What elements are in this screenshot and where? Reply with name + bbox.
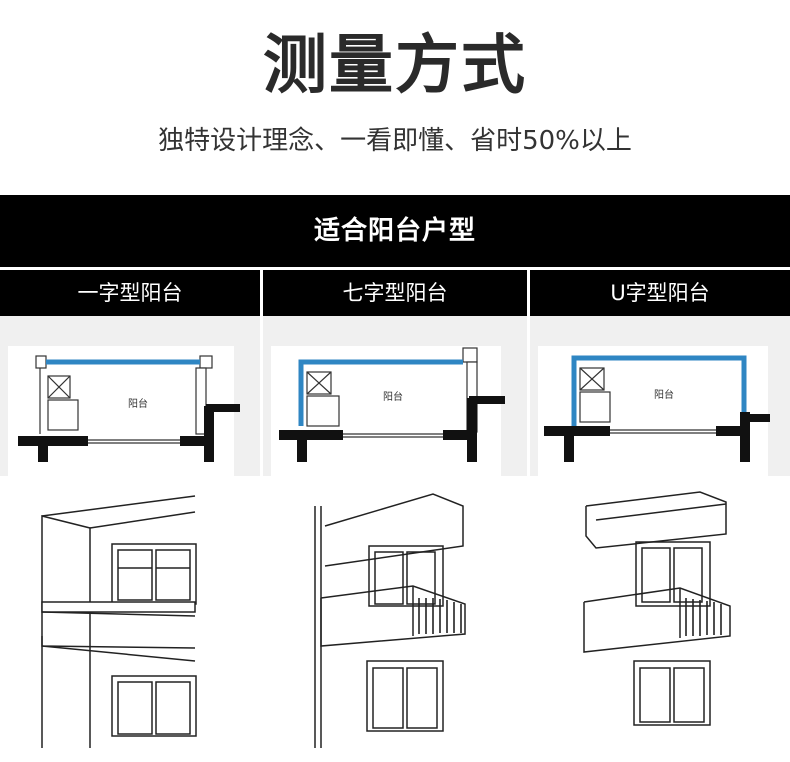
floor-plan-u-shape: [538, 346, 770, 476]
column-divider: [527, 268, 530, 748]
l-shape-balcony-diagram: 阳台: [263, 346, 527, 748]
building-sketch-straight: [0, 476, 260, 748]
column-heading-u-shape: U字型阳台: [530, 270, 790, 316]
building-sketch-u-shape: [530, 476, 790, 748]
page-title: 测量方式: [263, 29, 527, 103]
room-label-straight: 阳台: [128, 397, 148, 410]
building-sketch-l-shape: [263, 476, 527, 748]
column-u-shape-balcony: 阳台: [530, 316, 790, 748]
room-label-u-shape: 阳台: [654, 388, 674, 401]
room-label-l-shape: 阳台: [383, 390, 403, 403]
floor-plan-straight: [8, 346, 240, 476]
column-l-shape-balcony: 阳台: [263, 316, 527, 748]
column-straight-balcony: 阳台: [0, 316, 260, 748]
column-heading-straight: 一字型阳台: [0, 270, 260, 316]
u-shape-balcony-diagram: 阳台: [530, 346, 790, 748]
section-banner: 适合阳台户型: [0, 195, 790, 267]
column-heading-l-shape: 七字型阳台: [263, 270, 527, 316]
floor-plan-l-shape: [271, 346, 505, 476]
page-subtitle: 独特设计理念、一看即懂、省时50%以上: [158, 126, 632, 156]
column-divider: [260, 268, 263, 748]
straight-balcony-diagram: 阳台: [0, 346, 260, 748]
